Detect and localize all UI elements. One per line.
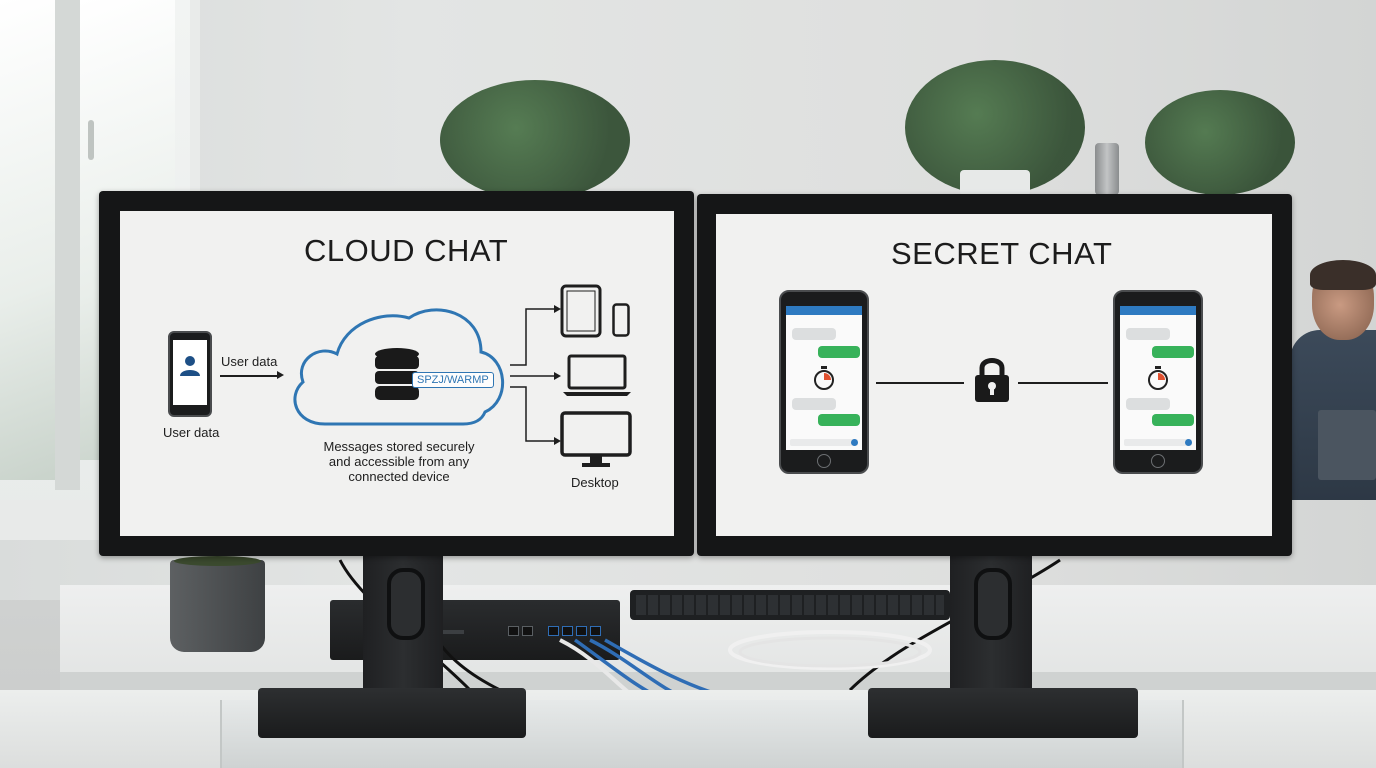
cloud-caption: Messages stored securely and accessible … — [323, 439, 475, 484]
user-phone — [168, 331, 212, 417]
left-monitor-screen: CLOUD CHAT User data User data — [120, 211, 674, 536]
timer-icon — [1148, 366, 1168, 390]
desk-plant-pot — [170, 560, 265, 652]
lock-icon — [975, 358, 1009, 402]
phone-user-data-label: User data — [163, 425, 220, 440]
cloud-chat-title: CLOUD CHAT — [304, 233, 509, 268]
send-icon — [851, 439, 858, 446]
desktop-icon — [560, 411, 632, 467]
outgoing-message — [818, 346, 860, 358]
cloud-encryption-badge: SPZJ/WARMP — [412, 372, 494, 388]
secure-link-right — [1018, 382, 1108, 384]
user-icon — [180, 356, 200, 376]
chat-header-bar — [1120, 306, 1196, 315]
upload-arrow — [220, 375, 278, 377]
outgoing-message — [818, 414, 860, 426]
home-button — [817, 454, 831, 468]
desk-plant-soil — [174, 556, 261, 566]
message-input — [790, 439, 858, 446]
person-hair — [1310, 260, 1376, 290]
phone-icon — [612, 303, 630, 337]
message-input — [1124, 439, 1192, 446]
shelf-bottle — [1095, 143, 1119, 195]
right-monitor-stand-neck — [950, 550, 1032, 705]
secret-chat-title: SECRET CHAT — [891, 236, 1113, 271]
upload-arrow-head — [277, 371, 284, 379]
right-monitor-stand-base — [868, 688, 1138, 738]
timer-icon — [814, 366, 834, 390]
left-monitor-stand-neck — [363, 550, 443, 705]
incoming-message — [1126, 398, 1170, 410]
right-monitor: SECRET CHAT — [697, 194, 1292, 556]
desktop-label: Desktop — [571, 475, 619, 490]
incoming-message — [792, 398, 836, 410]
sender-phone — [779, 290, 869, 474]
outgoing-message — [1152, 346, 1194, 358]
outgoing-message — [1152, 414, 1194, 426]
keyboard — [630, 590, 950, 620]
chat-header-bar — [786, 306, 862, 315]
plant-left — [440, 80, 630, 200]
cloud-icon — [293, 308, 504, 426]
send-icon — [1185, 439, 1192, 446]
left-monitor-stand-base — [258, 688, 526, 738]
incoming-message — [1126, 328, 1170, 340]
arrow-user-data-label: User data — [221, 354, 278, 369]
left-monitor: CLOUD CHAT User data User data — [99, 191, 694, 556]
home-button — [1151, 454, 1165, 468]
person-laptop — [1318, 410, 1376, 480]
receiver-phone — [1113, 290, 1203, 474]
right-monitor-screen: SECRET CHAT — [716, 214, 1272, 536]
sync-arrows — [510, 305, 561, 445]
plant-right — [1145, 90, 1295, 195]
database-icon — [375, 348, 419, 400]
secure-link-left — [876, 382, 964, 384]
tablet-icon — [560, 284, 602, 338]
incoming-message — [792, 328, 836, 340]
laptop-icon — [563, 354, 631, 396]
plant-center-pot — [960, 170, 1030, 196]
